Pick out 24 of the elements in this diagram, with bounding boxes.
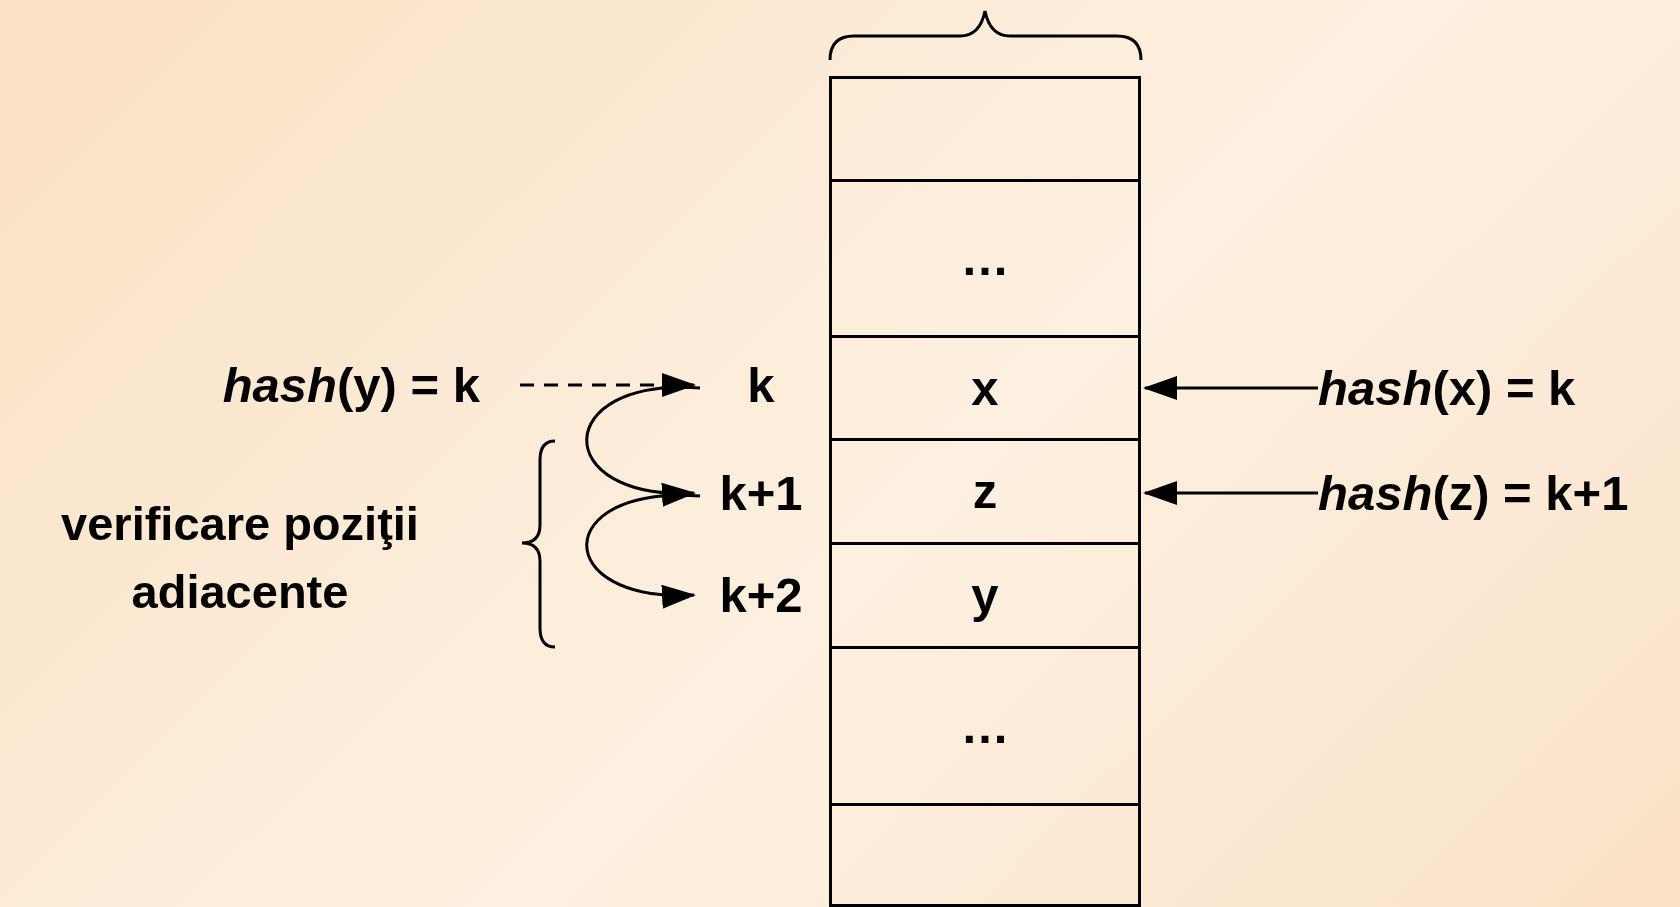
cell-value: y [971,571,999,620]
cell-value: x [971,363,999,413]
hash-label: hash(z) = k+1 [1318,468,1629,518]
table-cell [829,803,1141,907]
table-cell [829,76,1141,182]
index-label: k+2 [719,570,803,620]
arrow [1143,481,1318,505]
arrow [520,373,696,397]
table-cell [829,179,1141,338]
table-cell [829,438,1141,545]
cell-value: z [972,467,998,516]
cell-value: … [960,234,1010,283]
hash-label: hash(y) = k [222,360,480,410]
cell-value: … [960,701,1010,751]
hash-label: hash(x) = k [1318,363,1576,413]
index-label: k+1 [719,468,803,518]
table-cell [829,646,1141,806]
arrow [585,494,700,607]
table-cell [829,542,1141,649]
bracket-label: verificare poziţii adiacente [60,496,420,620]
arrow [585,386,700,505]
table-cell [829,335,1141,441]
arrow [1143,376,1318,400]
index-label: k [747,360,775,410]
